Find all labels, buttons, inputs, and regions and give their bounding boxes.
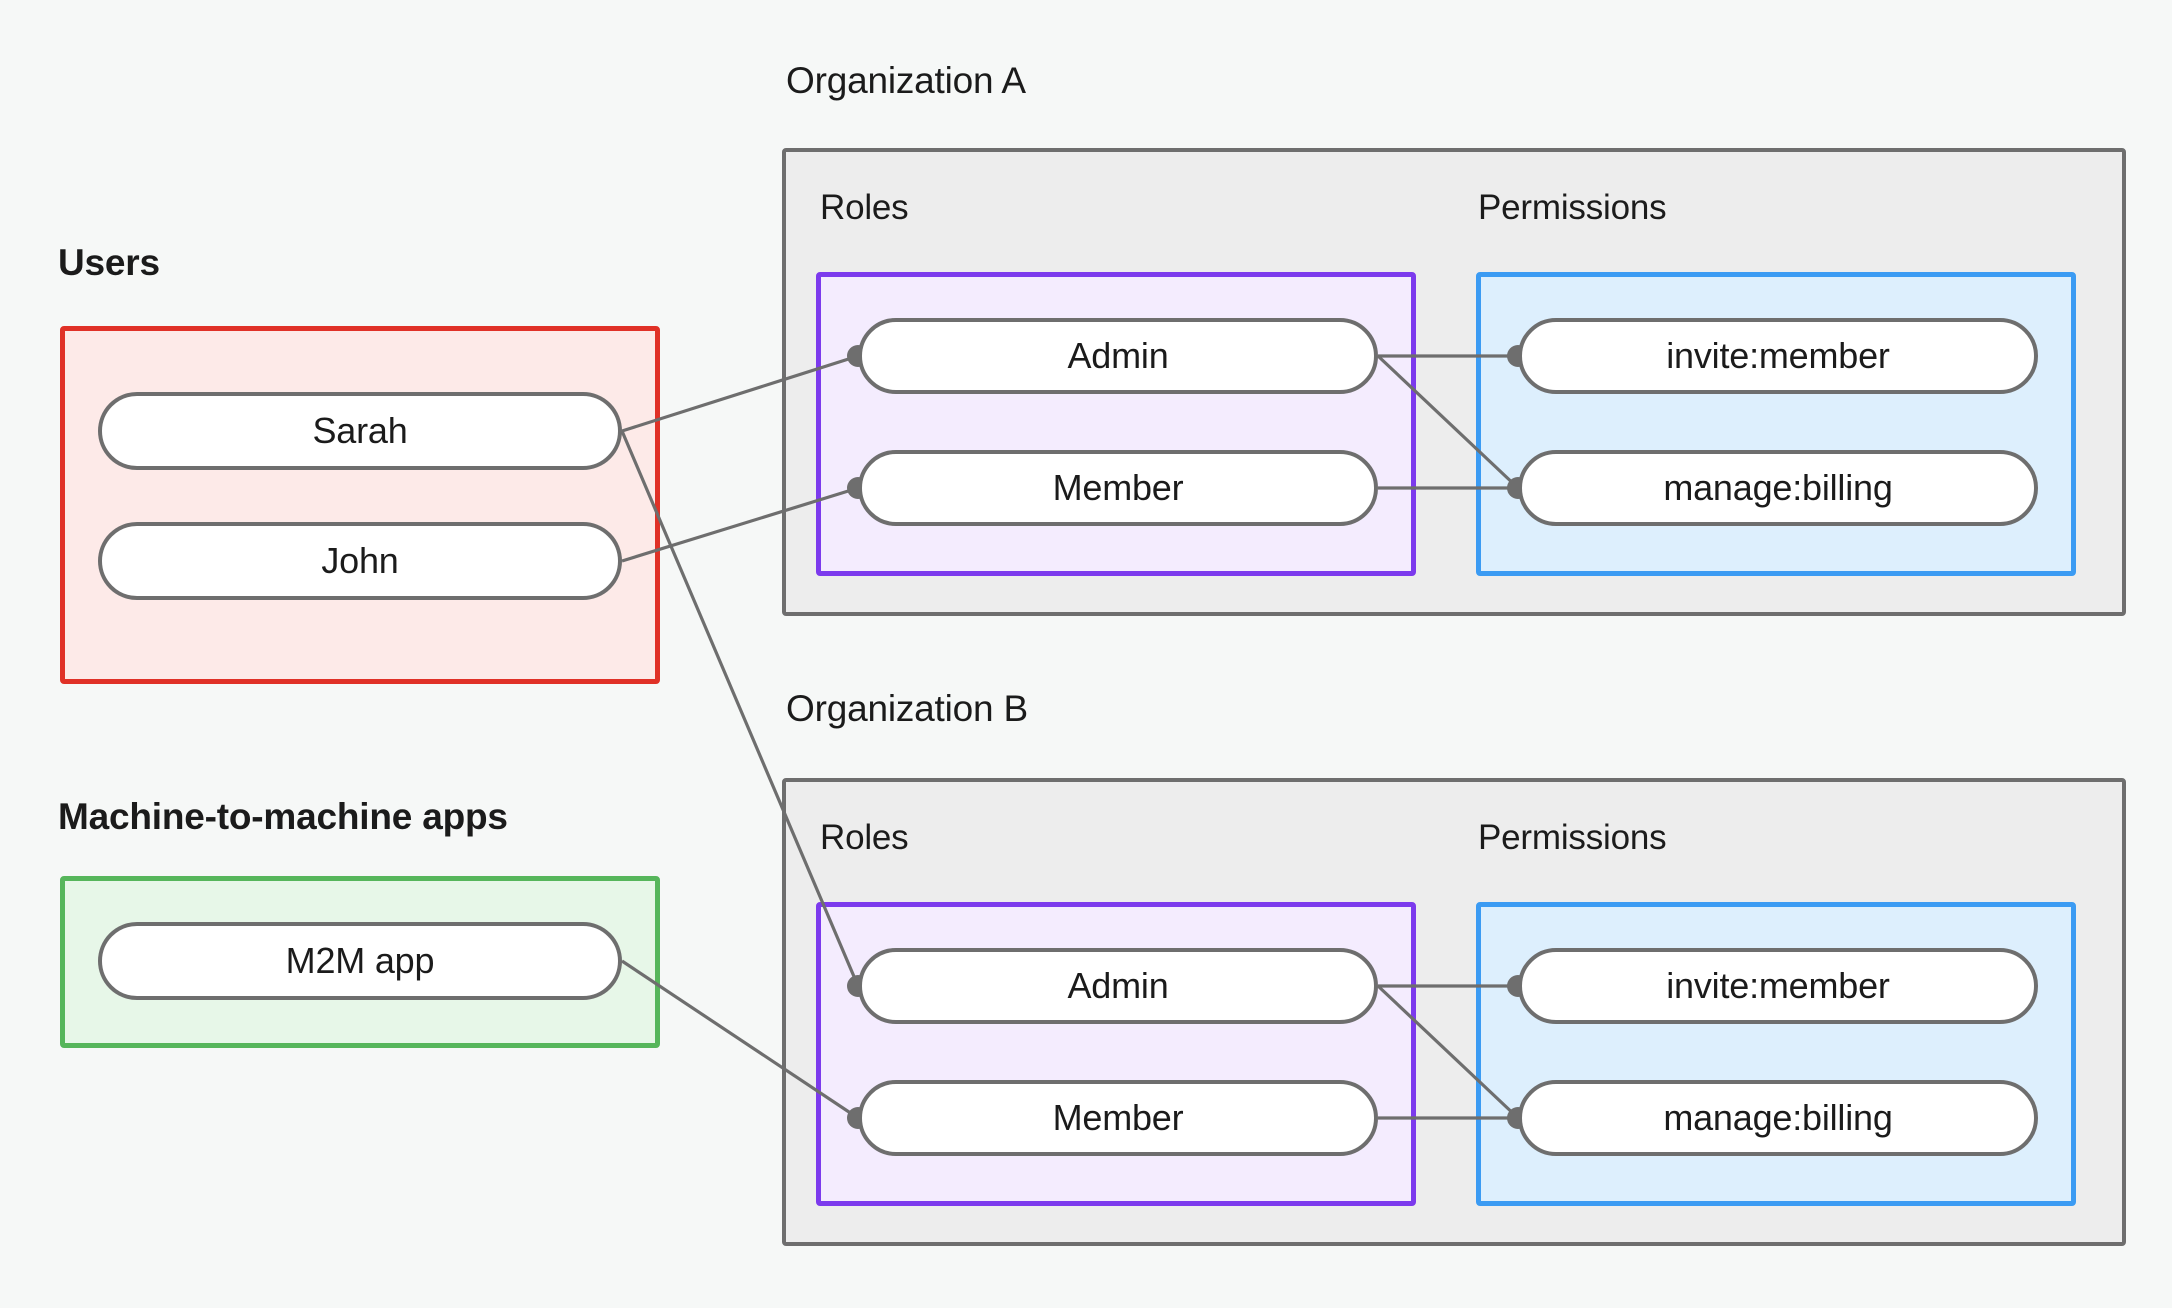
org-a-title: Organization A xyxy=(786,60,1026,101)
org-b-title: Organization B xyxy=(786,688,1028,729)
org-a-permission-manage-billing[interactable]: manage:billing xyxy=(1518,450,2038,526)
org-a-role-member[interactable]: Member xyxy=(858,450,1378,526)
org-b-permission-manage-billing[interactable]: manage:billing xyxy=(1518,1080,2038,1156)
org-a-roles-label: Roles xyxy=(820,188,909,227)
org-b-roles-label: Roles xyxy=(820,818,909,857)
org-b-role-admin[interactable]: Admin xyxy=(858,948,1378,1024)
org-b-role-member[interactable]: Member xyxy=(858,1080,1378,1156)
org-b-permissions-label: Permissions xyxy=(1478,818,1667,857)
org-a-role-admin[interactable]: Admin xyxy=(858,318,1378,394)
users-group-label: Users xyxy=(58,242,160,283)
user-node-sarah[interactable]: Sarah xyxy=(98,392,622,470)
m2m-group-label: Machine-to-machine apps xyxy=(58,796,508,837)
m2m-node-app[interactable]: M2M app xyxy=(98,922,622,1000)
org-b-permission-invite-member[interactable]: invite:member xyxy=(1518,948,2038,1024)
user-node-john[interactable]: John xyxy=(98,522,622,600)
users-container xyxy=(60,326,660,684)
org-a-permissions-label: Permissions xyxy=(1478,188,1667,227)
org-a-permission-invite-member[interactable]: invite:member xyxy=(1518,318,2038,394)
